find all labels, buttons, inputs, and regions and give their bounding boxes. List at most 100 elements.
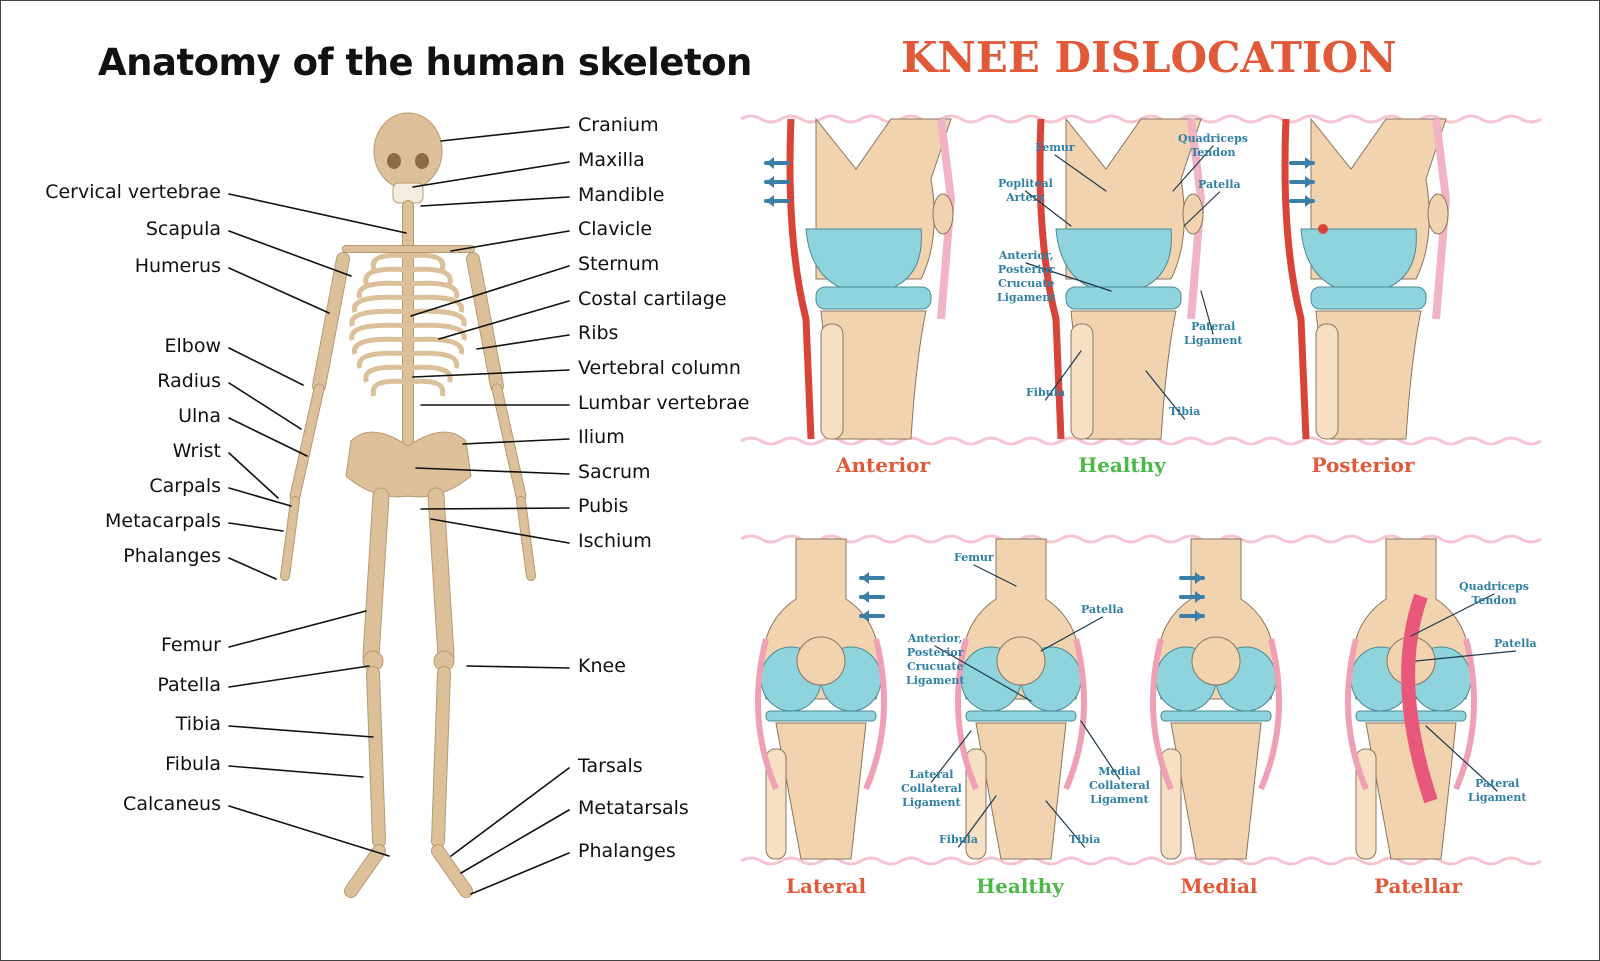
skeleton-label-ulna: Ulna xyxy=(178,405,221,427)
medial-knee-tibia xyxy=(1170,722,1262,860)
arrow-right-icon-head xyxy=(1195,591,1203,603)
leader-line xyxy=(412,161,570,188)
leader-line xyxy=(410,265,570,317)
healthy-side-knee-meniscus xyxy=(1065,286,1182,310)
knee-leader-line xyxy=(973,564,1017,587)
healthy-front-knee-tibia xyxy=(975,722,1067,860)
anterior-knee-artery xyxy=(786,118,815,440)
leader-line xyxy=(438,300,570,340)
knee-leader-line xyxy=(1024,190,1072,227)
anterior-knee-condyle-cartilage xyxy=(805,228,922,295)
patellar-displaced-ligament xyxy=(1401,593,1438,804)
healthy-front-knee-mcl xyxy=(1063,638,1087,791)
knee-leader-line xyxy=(1425,725,1498,792)
lateral-knee-meniscus xyxy=(765,710,877,722)
skeleton-label-wrist: Wrist xyxy=(172,440,221,462)
healthy-front-knee-lcl xyxy=(955,638,979,791)
knee-label-femur: Femur xyxy=(1035,141,1075,154)
knee-leader-line xyxy=(1410,593,1495,637)
leader-line xyxy=(228,193,407,234)
skeleton-label-ribs: Ribs xyxy=(578,322,619,344)
knee-leader-line xyxy=(1172,145,1214,192)
arrow-right-icon-head xyxy=(1195,572,1203,584)
skeleton-label-fibula: Fibula xyxy=(165,753,221,775)
knee-leader-line xyxy=(934,645,1032,702)
knee-leader-line xyxy=(1415,650,1517,662)
knee-label-tibia: Tibia xyxy=(1069,833,1101,846)
knee-label-anterior-posterior-crucuate-ligament: Anterior, Posterior Crucuate Ligament xyxy=(997,249,1056,304)
skeleton-label-ischium: Ischium xyxy=(578,530,652,552)
arrow-right-icon-head xyxy=(1305,157,1313,169)
rib xyxy=(349,308,467,327)
knee-leader-line xyxy=(1044,350,1082,401)
rib xyxy=(349,322,467,341)
leader-line xyxy=(228,230,352,277)
knee-label-pateral-ligament: Pateral Ligament xyxy=(1184,320,1243,347)
skeleton-label-vertebral-column: Vertebral column xyxy=(578,357,741,379)
leader-line xyxy=(460,809,570,874)
skeleton-label-cervical-vertebrae: Cervical vertebrae xyxy=(45,181,221,203)
knee-label-quadriceps-tendon: Quadriceps Tendon xyxy=(1459,580,1529,607)
healthy-side-knee-condyle-cartilage xyxy=(1055,228,1172,295)
leader-line xyxy=(228,765,364,778)
patellar-knee-lcl xyxy=(1345,638,1369,791)
leader-line xyxy=(228,487,292,507)
knee-label-lateral-collateral-ligament: Lateral Collateral Ligament xyxy=(901,768,962,809)
blood-splatter xyxy=(1318,224,1328,234)
skeleton-label-ilium: Ilium xyxy=(578,426,625,448)
posterior-knee-condyle-cartilage xyxy=(1300,228,1417,295)
leader-line xyxy=(440,126,570,142)
lateral-knee-patella xyxy=(796,636,846,686)
skeleton-label-metacarpals: Metacarpals xyxy=(105,510,221,532)
knee-label-patella: Patella xyxy=(1081,603,1124,616)
arrow-right-icon-head xyxy=(1195,610,1203,622)
skeleton-label-patella: Patella xyxy=(157,674,221,696)
anterior-knee-patella xyxy=(932,193,954,235)
leader-line xyxy=(228,267,330,314)
knee-label-patella: Patella xyxy=(1494,637,1537,650)
arrow-left-icon-head xyxy=(766,195,774,207)
knee-label-fibula: Fibula xyxy=(939,833,978,846)
arrow-right-icon-head xyxy=(1305,195,1313,207)
leader-line xyxy=(228,417,308,457)
knee-leader-line xyxy=(1045,800,1086,848)
healthy-side-knee-tendon xyxy=(1187,118,1206,320)
skeleton-label-carpals: Carpals xyxy=(149,475,221,497)
skeleton-label-tarsals: Tarsals xyxy=(578,755,643,777)
skeleton-label-lumbar-vertebrae: Lumbar vertebrae xyxy=(578,392,750,414)
skeleton-label-clavicle: Clavicle xyxy=(578,218,653,240)
leader-line xyxy=(228,665,370,688)
leader-line xyxy=(466,665,570,669)
medial-knee-mcl xyxy=(1258,638,1282,791)
right-tibia xyxy=(432,667,450,847)
skeleton-label-femur: Femur xyxy=(161,634,221,656)
skeleton-label-calcaneus: Calcaneus xyxy=(123,793,221,815)
knee-label-tibia: Tibia xyxy=(1169,405,1201,418)
arrow-left-icon-head xyxy=(766,157,774,169)
skeleton-label-pubis: Pubis xyxy=(578,495,629,517)
medial-knee-patella xyxy=(1191,636,1241,686)
healthy-front-knee-patella xyxy=(996,636,1046,686)
knee-label-femur: Femur xyxy=(954,551,994,564)
knee-leader-line xyxy=(1054,154,1107,192)
knee-leader-line xyxy=(1025,262,1112,292)
posterior-knee-meniscus xyxy=(1310,286,1427,310)
lateral-knee-lcl xyxy=(755,638,779,791)
posterior-knee-tendon xyxy=(1432,118,1451,320)
knee-leader-line xyxy=(930,730,972,783)
skeleton-label-cranium: Cranium xyxy=(578,114,659,136)
rib xyxy=(370,252,446,271)
leader-line xyxy=(450,767,570,857)
skeleton-label-elbow: Elbow xyxy=(164,335,221,357)
rib xyxy=(351,336,465,355)
skeleton-label-sacrum: Sacrum xyxy=(578,461,651,483)
right-foot xyxy=(432,845,472,897)
leader-line xyxy=(228,452,279,499)
medial-knee-meniscus xyxy=(1160,710,1272,722)
left-tibia xyxy=(367,667,385,847)
rib xyxy=(363,364,453,383)
patellar-knee-mcl xyxy=(1453,638,1477,791)
knee-label-patella: Patella xyxy=(1198,178,1241,191)
knee-leader-line xyxy=(1080,720,1121,780)
